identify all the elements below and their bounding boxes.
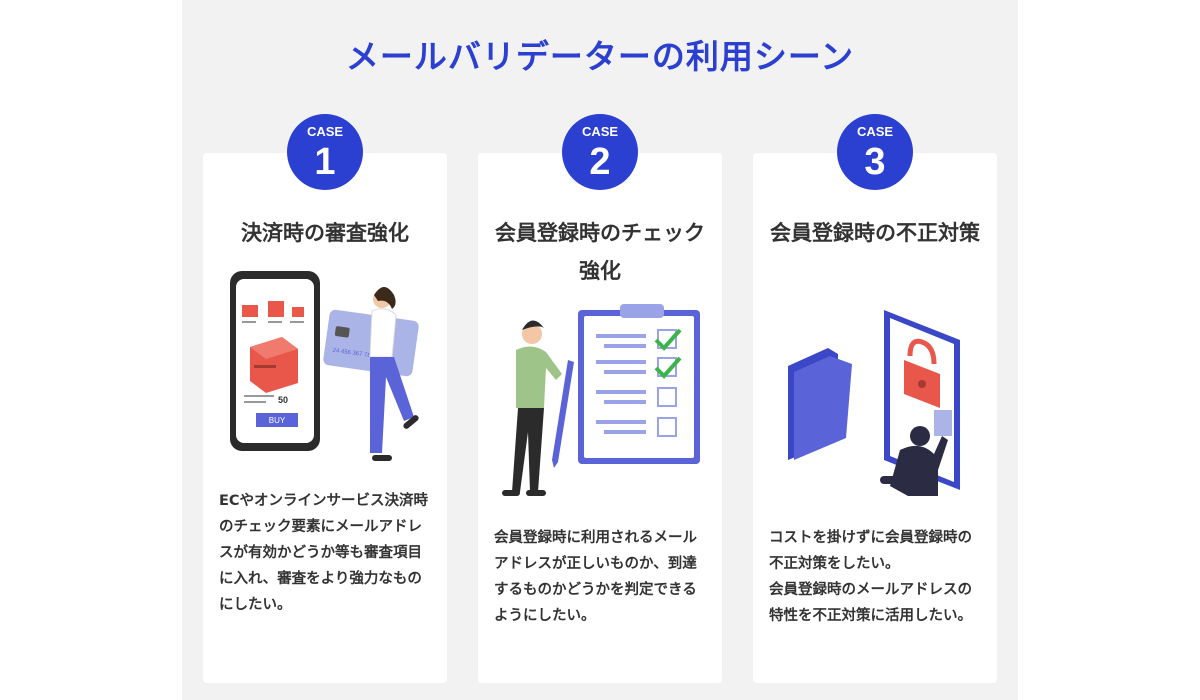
case-number: 1 [314,141,336,183]
price-text: 50 [278,395,288,405]
check-icon [654,328,682,351]
buy-button [256,413,298,427]
case-badge-2: CASE 2 [562,114,638,190]
case-badge-3: CASE 3 [837,114,913,190]
case-label: CASE [306,124,344,139]
payment-illustration: 50 BUY 24 456 367 789 03 [230,271,419,461]
page-title: メールバリデーターの利用シーン [345,37,855,76]
fraud-illustration [788,310,960,496]
lock-icon [904,338,940,408]
case-label: CASE [856,124,894,139]
person-icon [369,287,419,461]
keypad-icon [934,410,952,436]
buy-label: BUY [269,416,286,425]
case-title-3: 会員登録時の不正対策 [770,221,980,245]
case-description-2: 会員登録時に利用されるメールアドレスが正しいものか、到達するものかどうかを判定で… [494,530,697,624]
case-number: 2 [589,141,611,183]
case-description-1: ECやオンラインサービス決済時のチェック要素にメールアドレスが有効かどうか等も審… [219,493,429,613]
hacker-icon [880,426,948,496]
person-icon [502,320,562,496]
case-description-3: コストを掛けずに会員登録時の不正対策をしたい。 会員登録時のメールアドレスの特性… [769,530,972,624]
case-title-2: 会員登録時のチェック強化 [495,221,705,283]
case-badge-1: CASE 1 [287,114,363,190]
case-number: 3 [864,141,886,183]
checklist-illustration [502,304,700,496]
pen-icon [552,360,574,468]
case-title-1: 決済時の審査強化 [241,221,409,245]
check-icon [654,356,682,379]
folder-icon [788,348,852,460]
case-label: CASE [581,124,619,139]
